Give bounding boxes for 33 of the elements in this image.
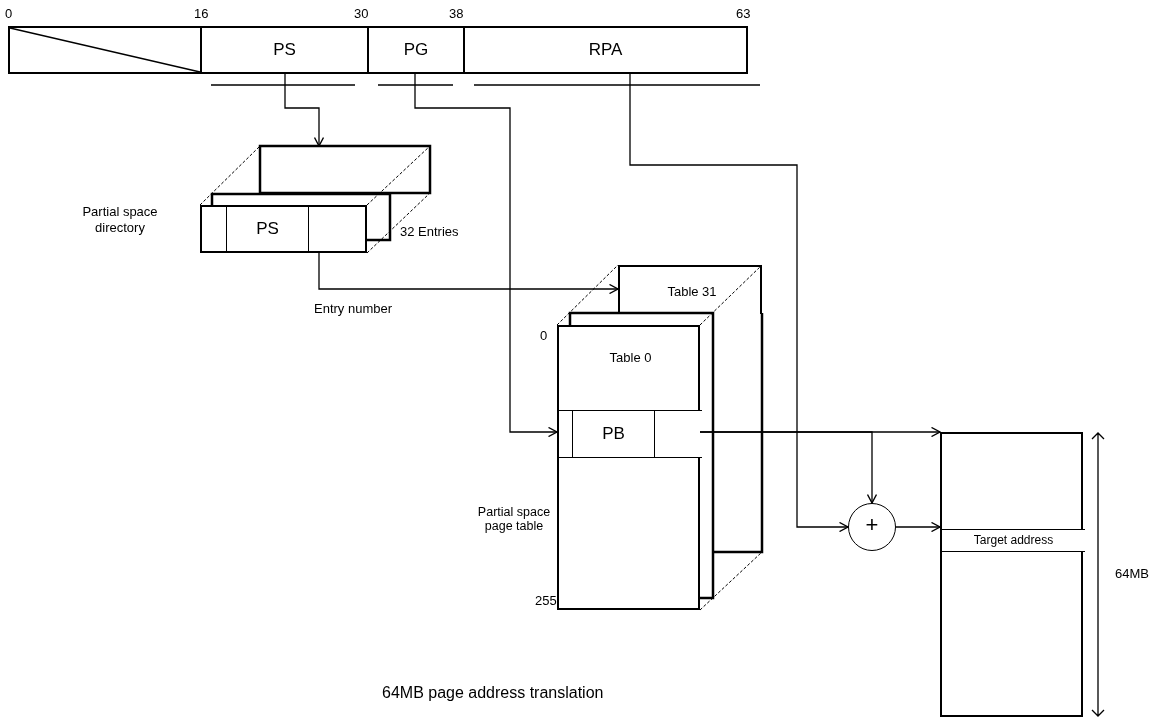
entry-count-label: 32 Entries xyxy=(400,224,459,239)
field-label: RPA xyxy=(587,38,624,61)
address-field xyxy=(200,26,369,74)
page-table xyxy=(557,325,700,610)
entry-field: PS xyxy=(226,206,309,252)
page-table xyxy=(618,265,762,314)
address-field xyxy=(463,26,748,74)
reserved-field xyxy=(8,26,202,74)
field-label: PG xyxy=(402,38,430,61)
part-name: Partial space page table xyxy=(476,505,552,533)
row-index: 0 xyxy=(540,328,548,343)
address-field xyxy=(367,26,465,74)
table-title: Table 0 xyxy=(608,349,653,368)
table-title: Table 31 xyxy=(666,283,718,302)
caption: 64MB page address translation xyxy=(382,684,604,702)
adder-circle xyxy=(848,503,896,551)
directory-entry xyxy=(200,205,367,253)
bit-number: 30 xyxy=(354,6,369,21)
bit-number: 0 xyxy=(5,6,13,21)
edge-label: Entry number xyxy=(312,301,395,316)
table-entry xyxy=(559,410,702,458)
bit-number: 63 xyxy=(736,6,751,21)
bit-number: 38 xyxy=(449,6,464,21)
memory-block xyxy=(940,432,1083,717)
row-index: 255 xyxy=(535,593,557,608)
caption-text: Partial space directory xyxy=(81,203,159,237)
row-label: Target address xyxy=(972,532,1055,550)
entry-field: PB xyxy=(572,410,655,458)
field-label: PS xyxy=(272,38,297,61)
address-row xyxy=(942,529,1085,552)
plus-sign: + xyxy=(864,511,880,540)
dimension-label: 64MB xyxy=(1115,566,1149,581)
bit-number: 16 xyxy=(194,6,209,21)
